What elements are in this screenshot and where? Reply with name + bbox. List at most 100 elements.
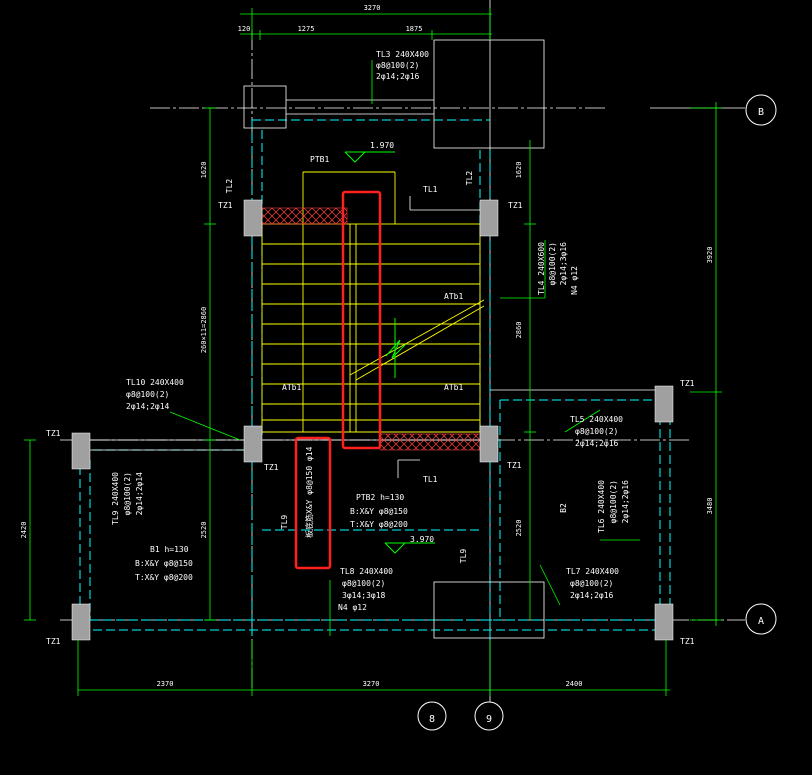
label-elev-top: 1.970 xyxy=(370,141,394,150)
dim-stair-run: 260×11=2860 xyxy=(200,307,208,353)
label-tl1-bot: TL1 xyxy=(423,475,438,484)
column-tz1 xyxy=(243,199,263,237)
beam-tl4: TL4 240X600 φ8@100(2) 2φ14;3φ16 N4 φ12 xyxy=(537,242,579,295)
axis-8-bubble xyxy=(417,701,447,731)
beam-tl6: TL6 240X400 φ8@100(2) 2φ14;2φ16 xyxy=(597,480,630,533)
label-tz1: TZ1 xyxy=(46,637,61,646)
axis-lines xyxy=(60,0,745,715)
label-tz1: TZ1 xyxy=(680,637,695,646)
svg-text:B1 h=130: B1 h=130 xyxy=(150,545,189,554)
dimension-lines xyxy=(24,8,722,696)
svg-text:3φ14;3φ18: 3φ14;3φ18 xyxy=(342,591,386,600)
label-atb1: ATb1 xyxy=(282,383,301,392)
label-tl9-right: TL9 xyxy=(459,549,468,564)
axis-8-label: 8 xyxy=(429,714,435,725)
label-tl2-left: TL2 xyxy=(225,179,234,194)
beam-outlines xyxy=(79,119,671,640)
label-b2: B2 xyxy=(559,503,568,513)
svg-text:2φ14;2φ16: 2φ14;2φ16 xyxy=(621,480,630,524)
label-tl9-left: TL9 xyxy=(280,515,289,530)
break-symbol xyxy=(385,318,407,378)
dim-bottom-c: 2400 xyxy=(566,680,583,688)
svg-text:TL5 240X400: TL5 240X400 xyxy=(570,415,623,424)
svg-text:PTB2 h=130: PTB2 h=130 xyxy=(356,493,404,502)
dim-top-b: 1275 xyxy=(298,25,315,33)
svg-text:TL3 240X400: TL3 240X400 xyxy=(376,50,429,59)
dim-2860: 2860 xyxy=(515,322,523,339)
dim-top-total: 3270 xyxy=(364,4,381,12)
dim-top-a: 120 xyxy=(238,25,251,33)
svg-text:φ8@100(2): φ8@100(2) xyxy=(126,390,169,399)
label-tl1-top: TL1 xyxy=(423,185,438,194)
label-tz1: TZ1 xyxy=(46,429,61,438)
svg-text:φ8@100(2): φ8@100(2) xyxy=(575,427,618,436)
svg-text:φ8@100(2): φ8@100(2) xyxy=(548,242,557,285)
slab-b1: B1 h=130 B:X&Y φ8@150 T:X&Y φ8@200 xyxy=(135,545,193,582)
svg-text:φ8@100(2): φ8@100(2) xyxy=(376,61,419,70)
column-tz1 xyxy=(654,385,674,423)
highlight-box-stair xyxy=(341,190,382,450)
svg-text:2φ14;2φ16: 2φ14;2φ16 xyxy=(376,72,420,81)
label-atb1: ATb1 xyxy=(444,292,463,301)
svg-text:2φ14;2φ14: 2φ14;2φ14 xyxy=(135,472,144,516)
label-tz1: TZ1 xyxy=(507,461,522,470)
highlight-note-text: 板底筋X&Y φ8@150 φ14 xyxy=(304,446,314,538)
columns xyxy=(71,199,674,641)
dim-2420: 2420 xyxy=(20,522,28,539)
column-tz1 xyxy=(479,199,499,237)
highlight-box-note xyxy=(294,436,332,570)
dim-right-b: 3480 xyxy=(706,498,714,515)
svg-text:TL7 240X400: TL7 240X400 xyxy=(566,567,619,576)
dim-1620-right: 1620 xyxy=(515,162,523,179)
dim-right-a: 3920 xyxy=(706,247,714,264)
svg-text:TL8 240X400: TL8 240X400 xyxy=(340,567,393,576)
svg-text:B:X&Y φ8@150: B:X&Y φ8@150 xyxy=(350,507,408,516)
label-tz1: TZ1 xyxy=(264,463,279,472)
dim-2520-left: 2520 xyxy=(200,522,208,539)
beam-tl5: TL5 240X400 φ8@100(2) 2φ14;2φ16 xyxy=(570,415,623,448)
svg-text:TL4 240X600: TL4 240X600 xyxy=(537,242,546,295)
svg-text:T:X&Y φ8@200: T:X&Y φ8@200 xyxy=(350,520,408,529)
svg-text:φ8@100(2): φ8@100(2) xyxy=(609,480,618,523)
hatch-top xyxy=(261,207,348,225)
svg-text:N4 φ12: N4 φ12 xyxy=(338,603,367,612)
axis-b-bubble xyxy=(745,94,777,126)
beam-tl9-annot: TL9 240X400 φ8@100(2) 2φ14;2φ14 xyxy=(111,472,144,525)
label-tz1: TZ1 xyxy=(218,201,233,210)
column-tz1 xyxy=(71,603,91,641)
column-tz1 xyxy=(71,432,91,470)
dim-bottom-a: 2370 xyxy=(157,680,174,688)
beam-tl10: TL10 240X400 φ8@100(2) 2φ14;2φ14 xyxy=(126,378,184,411)
stair-flight xyxy=(261,171,485,433)
label-elev-bot: 3.970 xyxy=(410,535,434,544)
column-tz1 xyxy=(654,603,674,641)
dim-top-c: 1875 xyxy=(406,25,423,33)
label-tz1: TZ1 xyxy=(508,201,523,210)
column-tz1 xyxy=(243,425,263,463)
axis-a-bubble xyxy=(745,603,777,635)
elevation-markers xyxy=(344,151,435,554)
axis-9-bubble xyxy=(474,701,504,731)
svg-text:TL9 240X400: TL9 240X400 xyxy=(111,472,120,525)
label-atb1: ATb1 xyxy=(444,383,463,392)
axis-bubbles xyxy=(417,94,777,731)
label-tl2-right: TL2 xyxy=(465,171,474,186)
svg-text:φ8@100(2): φ8@100(2) xyxy=(342,579,385,588)
svg-text:T:X&Y φ8@200: T:X&Y φ8@200 xyxy=(135,573,193,582)
dim-2520-right: 2520 xyxy=(515,520,523,537)
svg-text:TL6 240X400: TL6 240X400 xyxy=(597,480,606,533)
label-ptb1: PTB1 xyxy=(310,155,329,164)
svg-text:φ8@100(2): φ8@100(2) xyxy=(570,579,613,588)
axis-9-label: 9 xyxy=(486,714,492,725)
label-tz1: TZ1 xyxy=(680,379,695,388)
axis-b-label: B xyxy=(758,107,764,118)
hatch-bottom xyxy=(379,433,481,451)
svg-text:φ8@100(2): φ8@100(2) xyxy=(123,472,132,515)
dim-1620-left: 1620 xyxy=(200,162,208,179)
svg-text:2φ14;2φ16: 2φ14;2φ16 xyxy=(570,591,614,600)
slab-ptb2: PTB2 h=130 B:X&Y φ8@150 T:X&Y φ8@200 xyxy=(350,493,408,529)
beam-tl8: TL8 240X400 φ8@100(2) 3φ14;3φ18 N4 φ12 xyxy=(338,567,393,612)
svg-text:B:X&Y φ8@150: B:X&Y φ8@150 xyxy=(135,559,193,568)
dim-bottom-b: 3270 xyxy=(363,680,380,688)
